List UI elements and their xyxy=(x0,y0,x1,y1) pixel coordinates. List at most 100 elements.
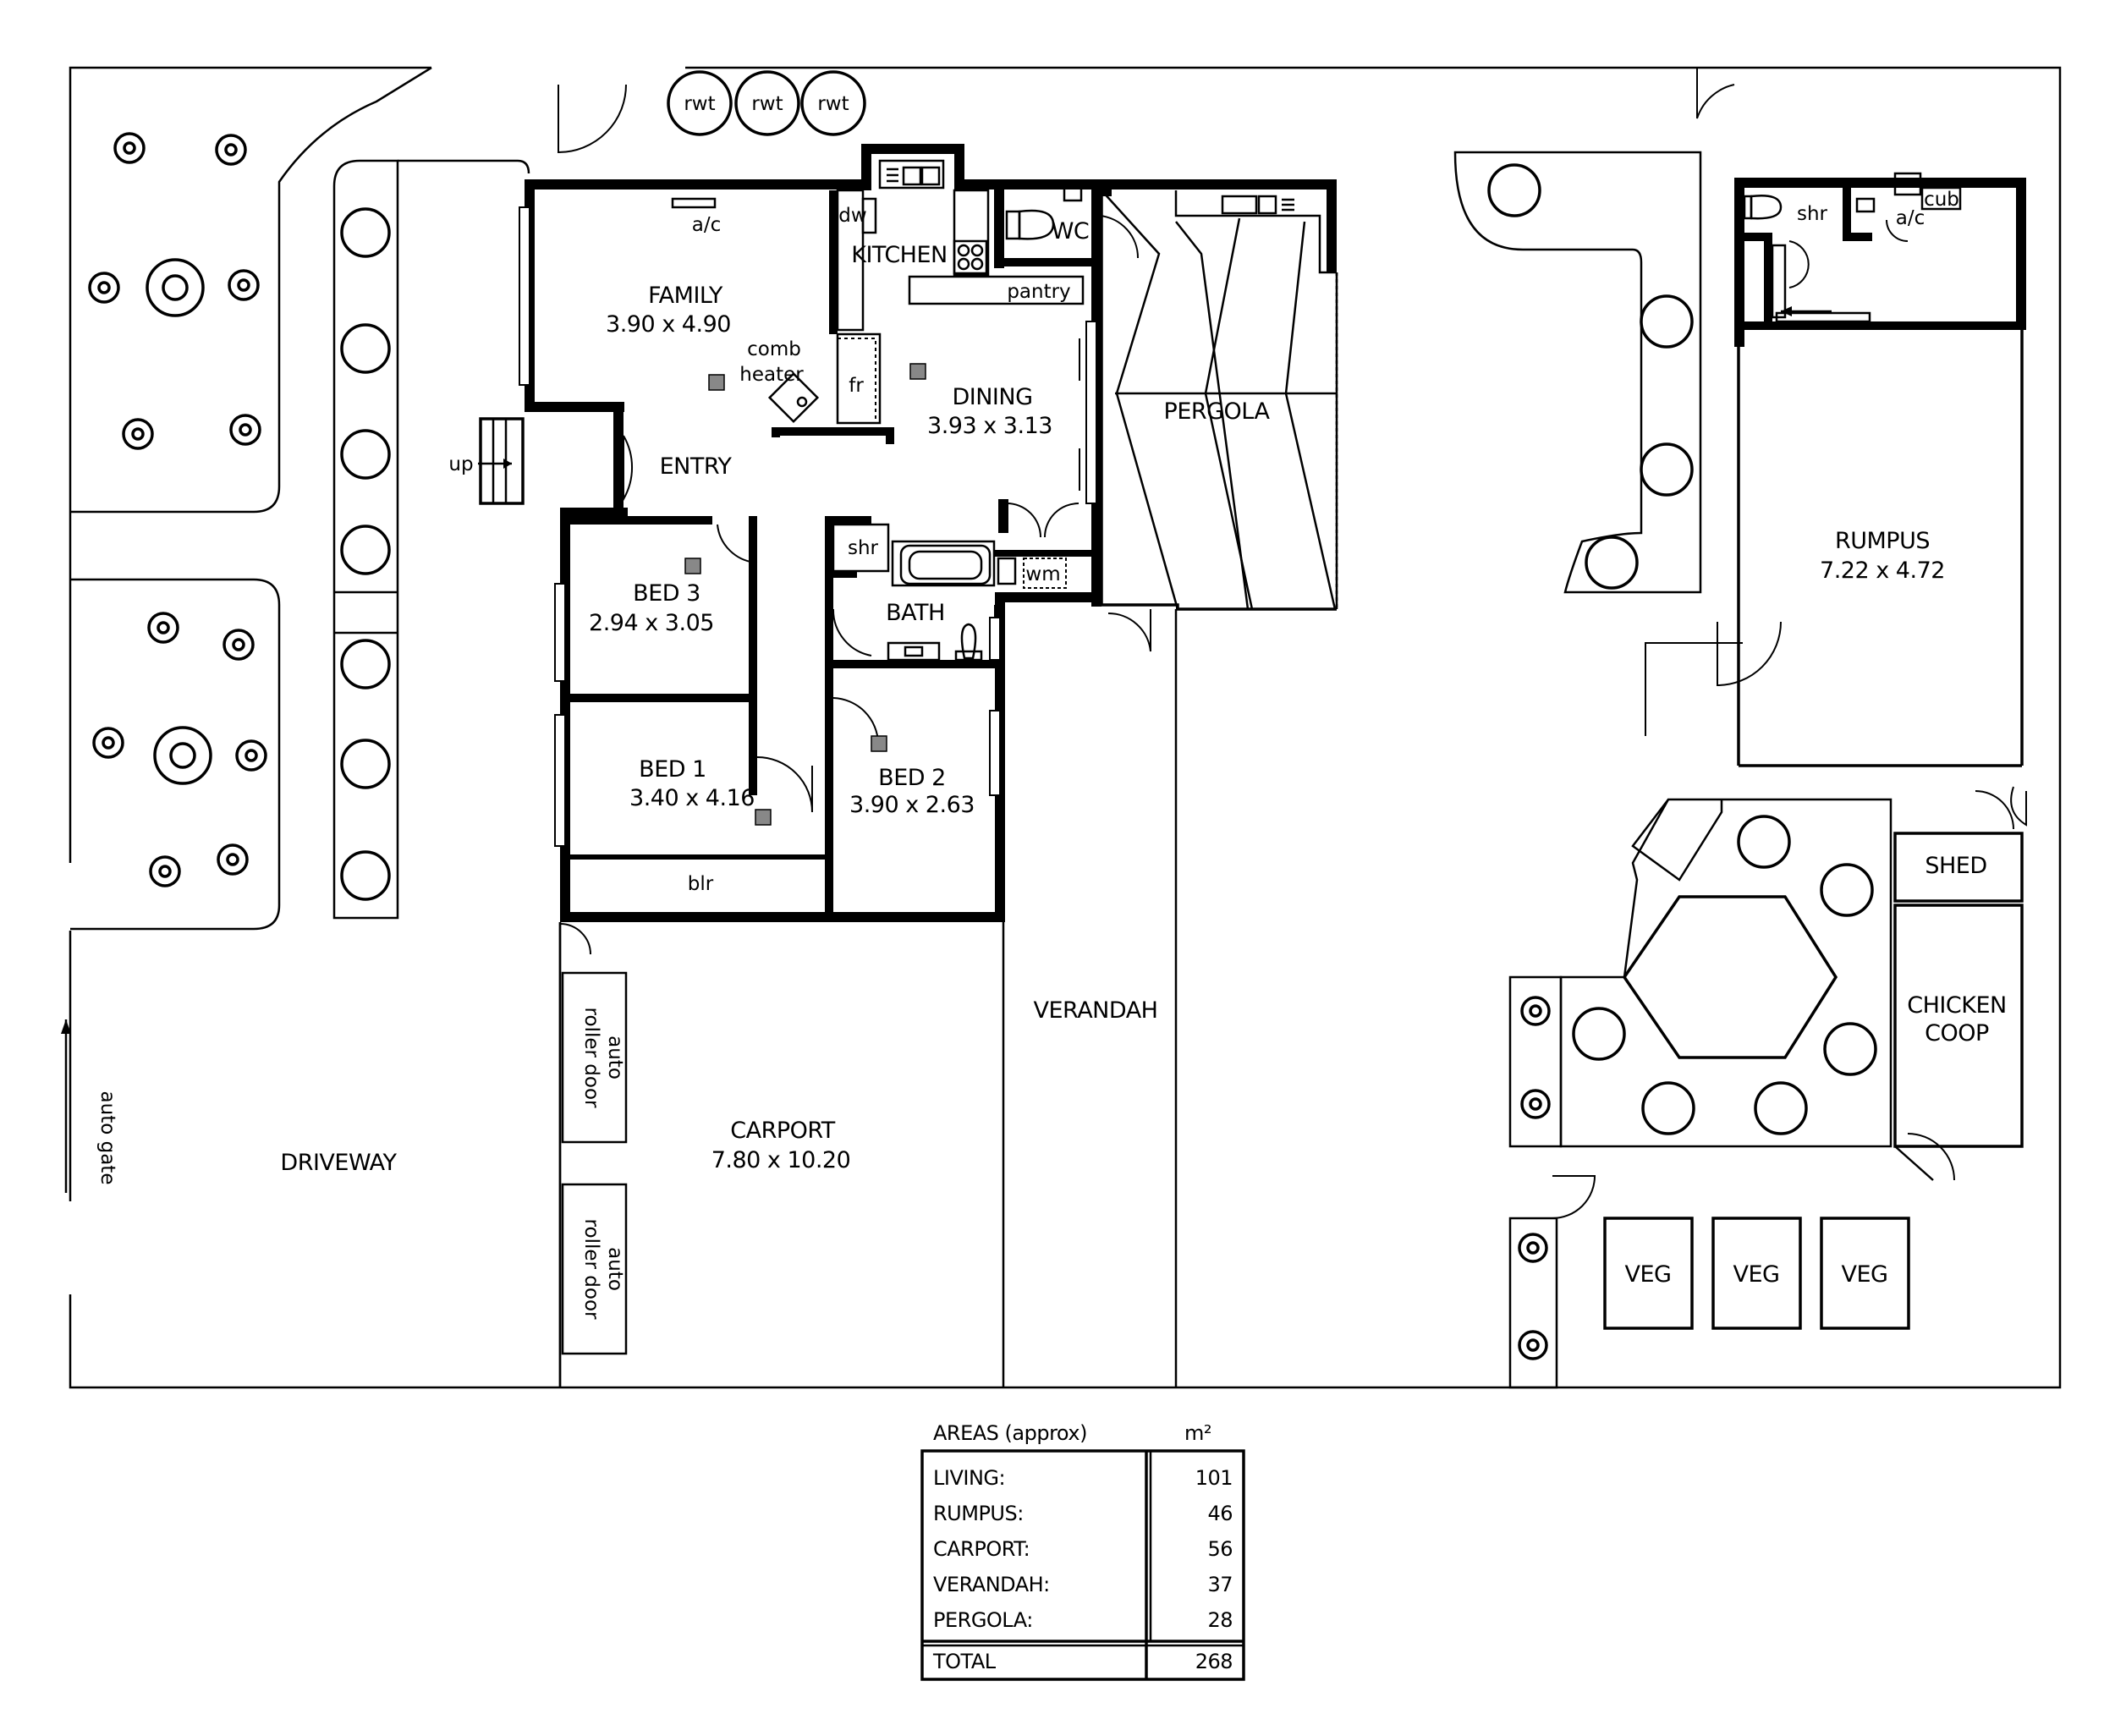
veg-beds xyxy=(1603,1217,1910,1330)
bed1-size: 3.40 x 4.16 xyxy=(629,785,755,811)
area-row-label: VERANDAH: xyxy=(933,1573,1050,1596)
shrub-icon xyxy=(340,850,391,901)
area-row-label: PERGOLA: xyxy=(933,1608,1033,1632)
tree-icon xyxy=(92,727,124,759)
pergola xyxy=(1100,179,1338,611)
area-row-label: CARPORT: xyxy=(933,1537,1030,1561)
cub-label: cub xyxy=(1924,189,1959,211)
auto-gate-arrow xyxy=(61,1019,71,1193)
ac-label: a/c xyxy=(692,214,722,236)
shrub-icon xyxy=(1640,442,1694,497)
toilet-icon xyxy=(1750,195,1783,220)
veg-label: VEG xyxy=(1733,1261,1780,1288)
door-swing-icon xyxy=(832,608,872,656)
tree-icon xyxy=(149,855,181,887)
driveway-label: DRIVEWAY xyxy=(280,1150,397,1176)
shrub-icon xyxy=(1737,815,1791,869)
tank-icon xyxy=(734,70,800,136)
verandah-label: VERANDAH xyxy=(1034,997,1158,1024)
sink-icon xyxy=(878,159,945,190)
roller-door-label: auto xyxy=(604,1247,626,1291)
rwt-label: rwt xyxy=(684,93,715,115)
area-row-value: 56 xyxy=(1207,1537,1233,1561)
door-swing-icon xyxy=(623,435,633,503)
area-row-label: LIVING: xyxy=(933,1466,1005,1490)
wc-label: WC xyxy=(1052,218,1090,244)
rumpus-size: 7.22 x 4.72 xyxy=(1820,558,1945,584)
garden-right xyxy=(1453,151,1702,594)
shrub-icon xyxy=(340,323,391,374)
chicken-label: CHICKEN xyxy=(1907,992,2006,1019)
door-swing-icon xyxy=(1044,503,1079,538)
rumpus xyxy=(1734,172,2026,767)
family-size: 3.90 x 4.90 xyxy=(606,311,731,338)
shed-coop xyxy=(1893,832,2024,1181)
shrub-icon xyxy=(1572,1007,1626,1061)
dining-label: DINING xyxy=(952,384,1032,410)
carport-label: CARPORT xyxy=(730,1118,835,1144)
auto-gate-label: auto gate xyxy=(96,1091,118,1185)
wm-label: wm xyxy=(1025,563,1060,585)
tree-icon xyxy=(146,258,205,317)
tree-icon xyxy=(217,843,249,876)
door-swing-icon xyxy=(1907,1133,1955,1181)
door-swing-icon xyxy=(1006,503,1041,538)
toilet-icon xyxy=(960,623,977,660)
entry-label: ENTRY xyxy=(660,453,733,480)
rumpus-label: RUMPUS xyxy=(1835,528,1930,554)
door-swing-icon xyxy=(717,524,758,563)
tree-icon xyxy=(1518,1233,1548,1263)
tree-icon xyxy=(122,418,154,450)
area-row-value: 46 xyxy=(1207,1502,1233,1525)
kitchen-label: KITCHEN xyxy=(851,242,948,268)
door-swing-icon xyxy=(756,756,813,813)
toilet-icon xyxy=(1018,209,1055,240)
shrub-icon xyxy=(1640,294,1694,349)
door-swing-icon xyxy=(1107,609,1151,652)
bath-fixtures xyxy=(832,523,1067,662)
shrub-icon xyxy=(1823,1022,1877,1076)
areas-unit: m² xyxy=(1184,1421,1211,1445)
shrub-icon xyxy=(1585,536,1639,590)
shrub-icon xyxy=(1487,163,1541,217)
door-swing-icon xyxy=(559,923,591,955)
carport-size: 7.80 x 10.20 xyxy=(711,1147,851,1173)
bath-label: BATH xyxy=(886,600,945,626)
entry-steps xyxy=(478,417,525,505)
door-swing-icon xyxy=(558,84,627,154)
door-swing-icon xyxy=(1645,641,1743,736)
windows xyxy=(519,206,1097,847)
bed2-label: BED 2 xyxy=(878,765,946,791)
tree-icon xyxy=(1520,996,1551,1026)
garden-beds-left xyxy=(70,66,530,931)
shr-label: shr xyxy=(1797,203,1828,225)
tree-icon xyxy=(1518,1330,1548,1360)
area-total-label: TOTAL xyxy=(932,1650,997,1673)
pergola-label: PERGOLA xyxy=(1164,398,1271,425)
tree-icon xyxy=(235,739,267,772)
bed3-label: BED 3 xyxy=(633,580,700,607)
tree-icon xyxy=(215,134,247,166)
shrub-icon xyxy=(340,207,391,258)
area-row-value: 28 xyxy=(1207,1608,1233,1632)
labels: rwt rwt rwt a/c dw KITCHEN WC pantry FAM… xyxy=(96,93,2007,1673)
door-swing-icon xyxy=(832,697,879,744)
heater-label: heater xyxy=(739,364,804,386)
pantry-label: pantry xyxy=(1007,281,1070,303)
shrub-icon xyxy=(1754,1081,1808,1135)
tree-icon xyxy=(147,612,179,644)
area-row-label: RUMPUS: xyxy=(933,1502,1024,1525)
comb-label: comb xyxy=(747,338,801,360)
bed3-size: 2.94 x 3.05 xyxy=(589,610,714,636)
tank-icon xyxy=(667,70,733,136)
shr-label: shr xyxy=(848,537,879,559)
blr-label: blr xyxy=(688,873,714,895)
roller-door-label: roller door xyxy=(580,1008,602,1108)
door-swing-icon xyxy=(1696,68,1735,119)
tree-icon xyxy=(1520,1089,1551,1119)
tank-icon xyxy=(800,70,866,136)
tree-icon xyxy=(88,272,120,304)
bed1-label: BED 1 xyxy=(639,756,706,783)
carport xyxy=(558,922,628,1387)
